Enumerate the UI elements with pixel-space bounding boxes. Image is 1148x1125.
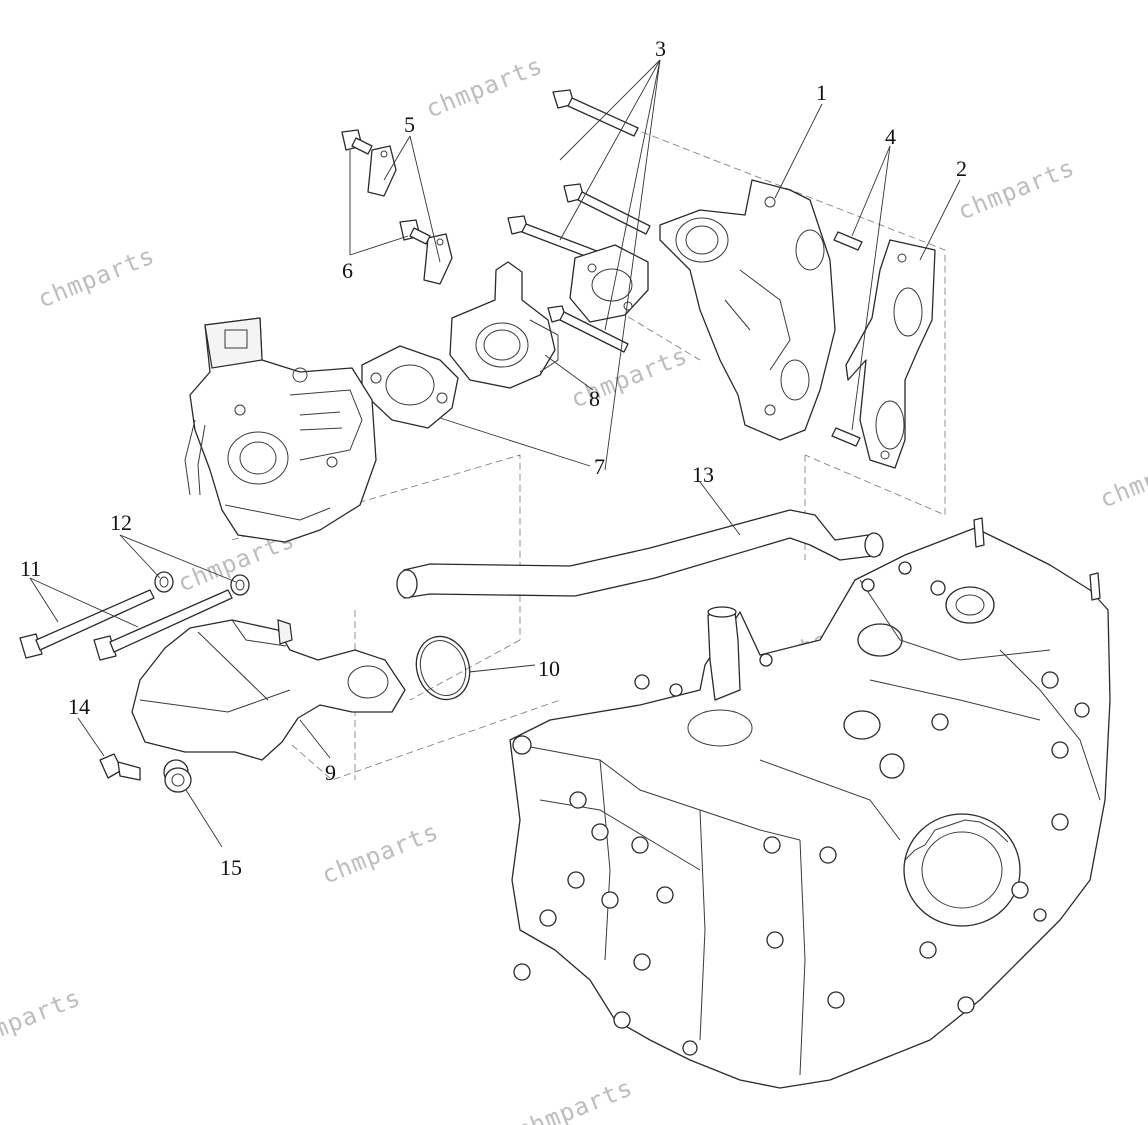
clamps	[367, 145, 453, 285]
long-bolts	[507, 89, 651, 353]
watermark: chmparts	[1096, 441, 1148, 513]
callout-5: 5	[404, 112, 415, 137]
callout-9: 9	[325, 760, 336, 785]
callout-13: 13	[692, 462, 714, 487]
callout-3: 3	[655, 36, 666, 61]
watermark: chmparts	[34, 241, 159, 313]
callouts: 1 2 3 4 5 6 7 8 9 10 11 12 13 14 15	[20, 36, 967, 880]
carburetor	[184, 317, 377, 543]
callout-8: 8	[589, 386, 600, 411]
intake-silencer	[131, 619, 406, 761]
watermark: chmparts	[422, 51, 547, 123]
short-bolts	[341, 129, 431, 245]
callout-6: 6	[342, 258, 353, 283]
washers	[154, 571, 250, 596]
watermark: chmparts	[954, 153, 1079, 225]
watermark: chmparts	[512, 1073, 637, 1125]
watermark: chmparts	[567, 341, 692, 413]
callout-10: 10	[538, 656, 560, 681]
mounting-bolts	[19, 589, 233, 661]
callout-7: 7	[594, 454, 605, 479]
flange-gasket-upper	[569, 244, 649, 323]
callout-4: 4	[885, 124, 896, 149]
manifold-gasket	[845, 239, 936, 469]
watermark: chmparts	[318, 817, 443, 889]
o-ring	[415, 635, 471, 701]
callout-11: 11	[20, 556, 41, 581]
hose	[396, 509, 884, 599]
callout-2: 2	[956, 156, 967, 181]
leader-lines	[29, 59, 961, 848]
callout-15: 15	[220, 855, 242, 880]
callout-12: 12	[110, 510, 132, 535]
dowel-pins	[831, 231, 863, 447]
carburetor-spacer	[449, 261, 559, 389]
callout-14: 14	[68, 694, 90, 719]
callout-1: 1	[816, 80, 827, 105]
grommet	[163, 759, 192, 793]
engine-block	[509, 517, 1111, 1089]
carburetor-gasket	[361, 345, 459, 429]
intake-manifold	[659, 179, 836, 441]
watermark: chmparts	[0, 983, 85, 1055]
fitting	[99, 753, 141, 781]
